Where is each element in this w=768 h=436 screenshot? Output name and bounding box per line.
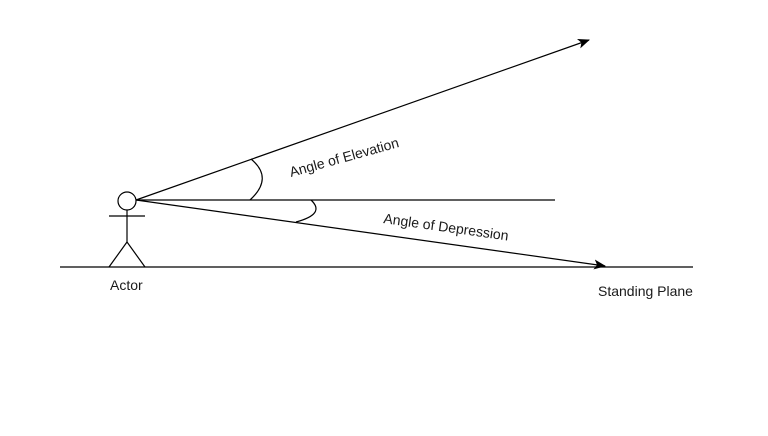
elevation-sight-arrow xyxy=(135,38,590,201)
elevation-label: Angle of Elevation xyxy=(288,134,401,180)
elevation-angle-arc xyxy=(249,158,263,201)
actor-right-leg xyxy=(126,241,146,268)
depression-sight-arrow xyxy=(135,199,606,270)
depression-label: Angle of Depression xyxy=(383,210,510,243)
actor-label: Actor xyxy=(110,277,143,293)
actor-left-leg xyxy=(108,241,128,268)
actor-figure xyxy=(108,191,146,268)
standing-plane-label: Standing Plane xyxy=(598,283,693,299)
depression-angle-arc xyxy=(295,199,317,223)
actor-head xyxy=(117,191,137,211)
